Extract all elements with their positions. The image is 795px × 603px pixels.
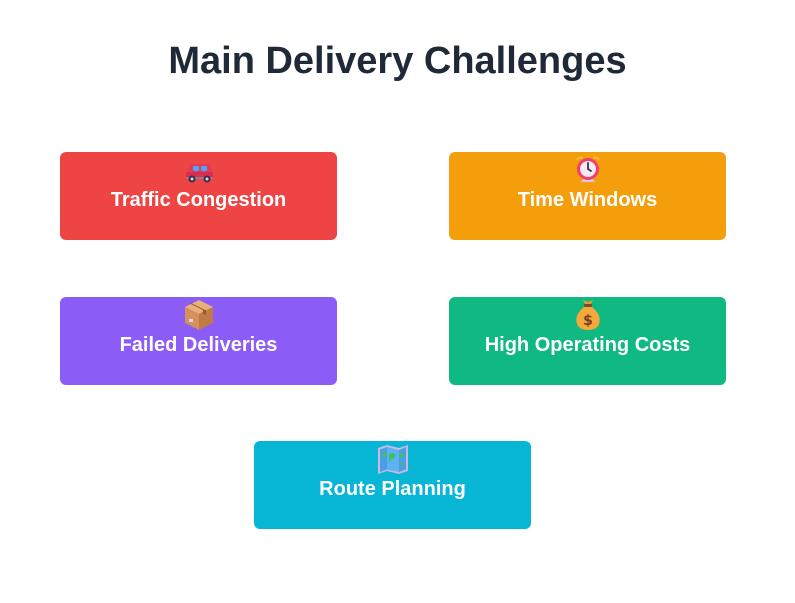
challenge-label: Time Windows (517, 189, 658, 211)
challenge-label: Failed Deliveries (119, 334, 278, 356)
challenge-card-failed-deliveries: Failed Deliveries (60, 297, 337, 385)
world-map-icon (254, 441, 531, 477)
challenge-label: High Operating Costs (484, 334, 691, 356)
challenge-card-time-windows: Time Windows (449, 152, 726, 240)
car-icon (60, 152, 337, 188)
svg-text:$: $ (583, 313, 593, 329)
alarm-clock-icon (449, 152, 726, 188)
challenge-label: Route Planning (319, 478, 466, 500)
package-icon (60, 297, 337, 333)
money-bag-icon: $ (449, 297, 726, 333)
challenge-card-high-operating-costs: $ High Operating Costs (449, 297, 726, 385)
page-title: Main Delivery Challenges (168, 40, 627, 82)
challenge-card-traffic-congestion: Traffic Congestion (60, 152, 337, 240)
challenge-label: Traffic Congestion (110, 189, 287, 211)
challenge-card-route-planning: Route Planning (254, 441, 531, 529)
